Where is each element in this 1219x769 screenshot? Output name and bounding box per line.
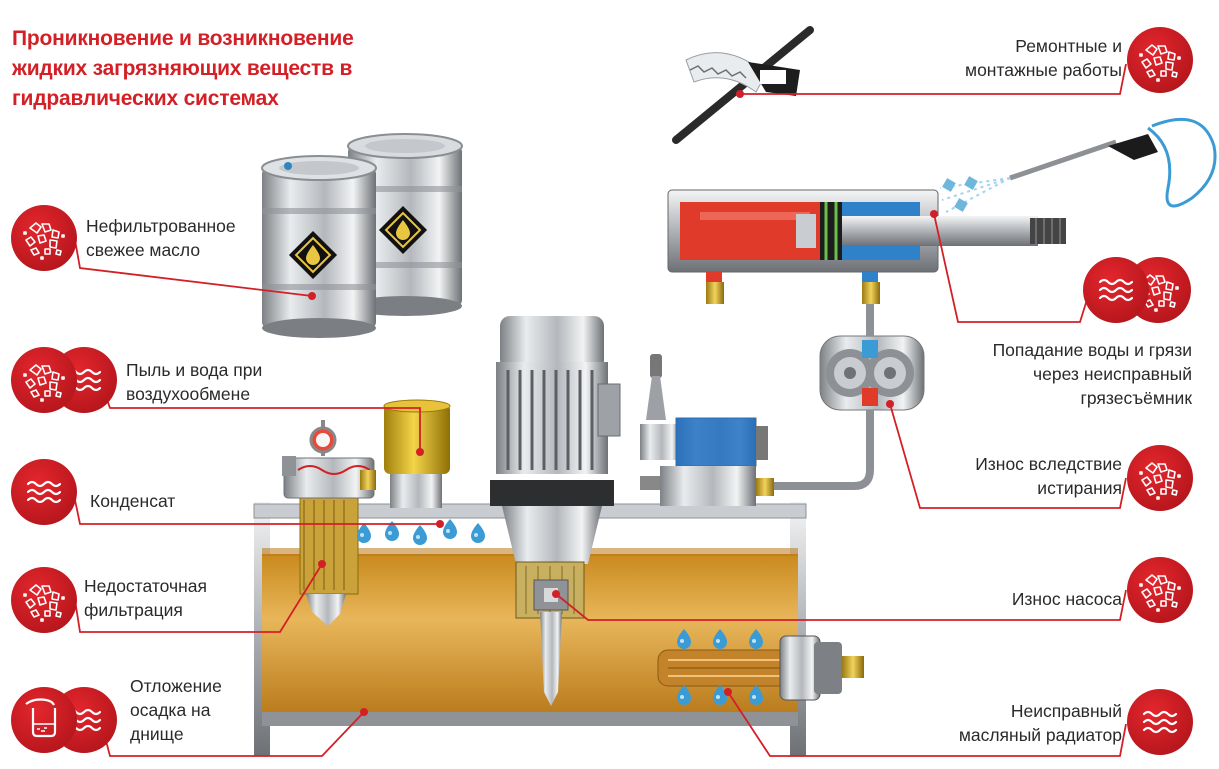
page-title: Проникновение и возникновение жидких заг… <box>12 24 442 114</box>
connector-dots <box>308 90 938 716</box>
oil-barrels <box>261 133 463 338</box>
particles-icon <box>1126 26 1194 94</box>
title-line-3: гидравлических системах <box>12 87 279 110</box>
particles-icon <box>1126 556 1194 624</box>
directional-valve <box>640 354 774 506</box>
label-repair: Ремонтные и монтажные работы <box>965 36 1122 80</box>
water-waves-icon <box>9 457 79 527</box>
label-condensate: Конденсат <box>90 491 176 511</box>
title-line-2: жидких загрязняющих веществ в <box>12 57 353 80</box>
particles-icon <box>10 204 78 272</box>
particles-icon <box>10 346 78 414</box>
connector-lines <box>74 63 1127 757</box>
pressure-washer-gun <box>939 117 1217 213</box>
label-filtration: Недостаточная фильтрация <box>84 576 208 620</box>
sediment-beaker-icon <box>9 685 79 755</box>
label-abrasion: Износ вследствие истирания <box>975 454 1122 498</box>
condensate-drops <box>357 519 485 545</box>
label-sediment: Отложение осадка на днище <box>130 676 222 744</box>
label-radiator: Неисправный масляный радиатор <box>958 701 1122 745</box>
title-line-1: Проникновение и возникновение <box>12 27 354 50</box>
air-breather <box>383 399 451 508</box>
label-pump-wear: Износ насоса <box>1011 589 1122 609</box>
hacksaw-on-pipe <box>672 26 814 144</box>
oil-cooler <box>657 629 864 705</box>
label-fresh-oil: Нефильтрованное свежее масло <box>86 216 236 260</box>
hydraulic-cylinder <box>667 189 1066 304</box>
particles-icon <box>10 566 78 634</box>
particles-icon <box>1126 444 1194 512</box>
barrel-back <box>347 133 463 316</box>
barrel-front <box>261 155 377 338</box>
label-dust-water: Пыль и вода при воздухообмене <box>126 360 263 404</box>
electric-motor <box>490 316 621 564</box>
gear-pump <box>819 335 925 411</box>
water-waves-icon <box>1081 255 1151 325</box>
return-filter <box>282 420 376 626</box>
label-wiper: Попадание воды и грязи через неисправный… <box>992 340 1192 408</box>
water-waves-icon <box>1125 687 1195 757</box>
